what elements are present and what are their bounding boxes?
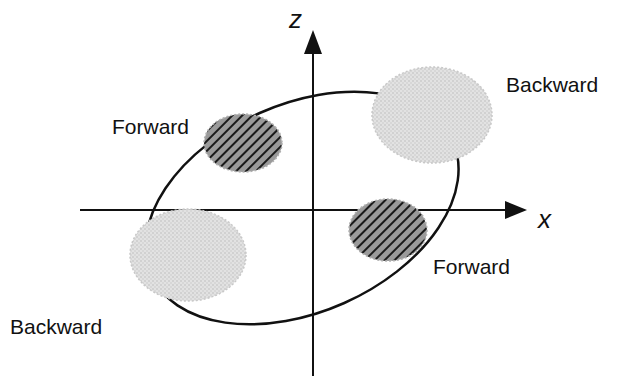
region-label: Backward — [506, 74, 598, 95]
z-axis-arrowhead — [304, 30, 322, 54]
region-label: Forward — [433, 256, 510, 277]
backward-region — [372, 67, 492, 163]
region-label: Forward — [112, 116, 189, 137]
axis-label: z — [289, 6, 302, 32]
forward-region — [349, 199, 427, 261]
region-label: Backward — [10, 316, 102, 337]
backward-region — [130, 209, 246, 301]
orbit-ellipse — [109, 46, 495, 370]
forward-region — [204, 114, 282, 172]
axis-label: x — [538, 206, 551, 232]
x-axis-arrowhead — [505, 201, 527, 219]
